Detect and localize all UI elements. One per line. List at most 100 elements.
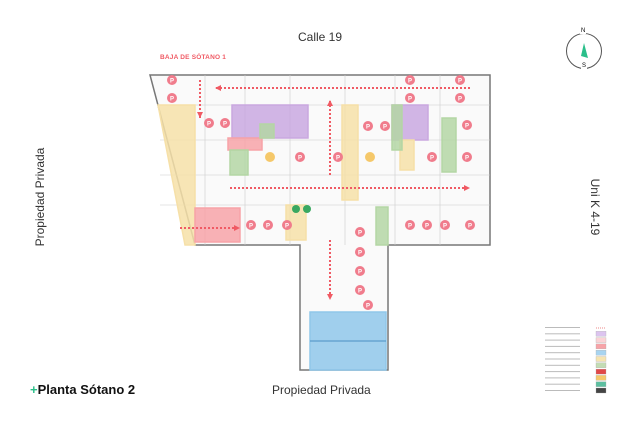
legend-swatch — [595, 350, 607, 356]
parking-icon — [405, 93, 415, 103]
parking-label: P — [298, 156, 302, 162]
legend-swatch — [595, 331, 607, 337]
green-zone — [375, 206, 389, 246]
parking-label: P — [336, 156, 340, 162]
parking-icon — [355, 285, 365, 295]
street-label-top: Calle 19 — [298, 30, 343, 44]
parking-icon — [462, 120, 472, 130]
parking-label: P — [249, 224, 253, 230]
arrow-head-icon — [327, 294, 333, 300]
legend-swatch — [595, 343, 607, 350]
compass-south: S — [581, 63, 588, 69]
parking-icon — [455, 93, 465, 103]
legend-text-line — [545, 358, 580, 360]
legend-text-line — [545, 390, 580, 391]
parking-icon — [363, 300, 373, 310]
parking-icon — [363, 121, 373, 131]
parking-icon — [263, 220, 273, 230]
green-zone — [441, 117, 457, 173]
green-marker-icon — [292, 205, 300, 213]
parking-icon — [355, 247, 365, 257]
stair-zone — [157, 104, 196, 246]
legend-swatch — [595, 337, 607, 343]
parking-label: P — [285, 224, 289, 230]
right-boundary-label: Uni K 4-19 — [588, 178, 602, 236]
title-text: Planta Sótano 2 — [37, 382, 136, 397]
green-zone — [391, 104, 403, 151]
parking-icon — [462, 152, 472, 162]
legend-swatch — [595, 356, 607, 362]
parking-label: P — [443, 224, 447, 230]
parking-label: P — [458, 97, 462, 103]
parking-icon — [167, 75, 177, 85]
legend-swatch — [595, 387, 607, 394]
parking-label: P — [170, 79, 174, 85]
plus-mark: + — [30, 382, 38, 397]
parking-icon — [246, 220, 256, 230]
ramp-zone-yellow — [399, 139, 415, 171]
arrow-head-icon — [464, 185, 470, 191]
parking-icon — [405, 75, 415, 85]
parking-label: P — [458, 79, 462, 85]
parking-label: P — [170, 97, 174, 103]
motorcycle-spot-icon — [265, 152, 275, 162]
legend-swatch — [595, 381, 607, 387]
parking-label: P — [408, 224, 412, 230]
arrow-head-icon — [327, 100, 333, 106]
parking-icon — [455, 75, 465, 85]
legend-text-line — [545, 327, 580, 328]
parking-label: P — [358, 289, 362, 295]
parking-label: P — [358, 251, 362, 257]
motorcycle-spot-icon — [365, 152, 375, 162]
arrow-head-icon — [215, 85, 221, 91]
parking-icon — [355, 266, 365, 276]
legend-swatch — [595, 362, 607, 368]
parking-icon — [427, 152, 437, 162]
compass: N S — [566, 28, 602, 69]
page-title: +Planta Sótano 2 — [30, 382, 135, 397]
service-zone-pink — [194, 207, 241, 243]
legend-text-line — [545, 377, 580, 379]
parking-label: P — [207, 122, 211, 128]
arrow-head-icon — [234, 225, 240, 231]
parking-label: P — [358, 231, 362, 237]
core-zone-purple — [231, 104, 309, 139]
parking-label: P — [468, 224, 472, 230]
parking-icon — [204, 118, 214, 128]
parking-icon — [355, 227, 365, 237]
legend-swatch — [595, 375, 607, 381]
parking-icon — [220, 118, 230, 128]
parking-label: P — [408, 97, 412, 103]
green-zone — [259, 123, 275, 139]
parking-icon — [405, 220, 415, 230]
legend-text-line — [545, 383, 580, 385]
parking-label: P — [425, 224, 429, 230]
parking-icon — [440, 220, 450, 230]
north-arrow-icon — [581, 43, 588, 58]
legend-swatch — [595, 368, 607, 375]
parking-icon — [422, 220, 432, 230]
parking-label: P — [266, 224, 270, 230]
parking-label: P — [465, 124, 469, 130]
parking-icon — [380, 121, 390, 131]
service-zone-pink — [227, 137, 263, 151]
parking-label: P — [223, 122, 227, 128]
bottom-boundary-label: Propiedad Privada — [272, 383, 371, 397]
ramp-label: BAJA DE SÓTANO 1 — [160, 54, 227, 61]
legend-text-line — [545, 345, 580, 347]
parking-icon — [295, 152, 305, 162]
green-marker-icon — [303, 205, 311, 213]
green-zone — [229, 149, 249, 176]
legend-text-line — [545, 339, 580, 341]
left-boundary-label: Propiedad Privada — [33, 147, 47, 247]
legend-text-line — [545, 364, 580, 366]
parking-label: P — [366, 125, 370, 131]
legend-text-line — [545, 333, 580, 335]
parking-icon — [465, 220, 475, 230]
parking-icon — [282, 220, 292, 230]
compass-north: N — [580, 28, 587, 34]
parking-icon — [333, 152, 343, 162]
parking-label: P — [383, 125, 387, 131]
